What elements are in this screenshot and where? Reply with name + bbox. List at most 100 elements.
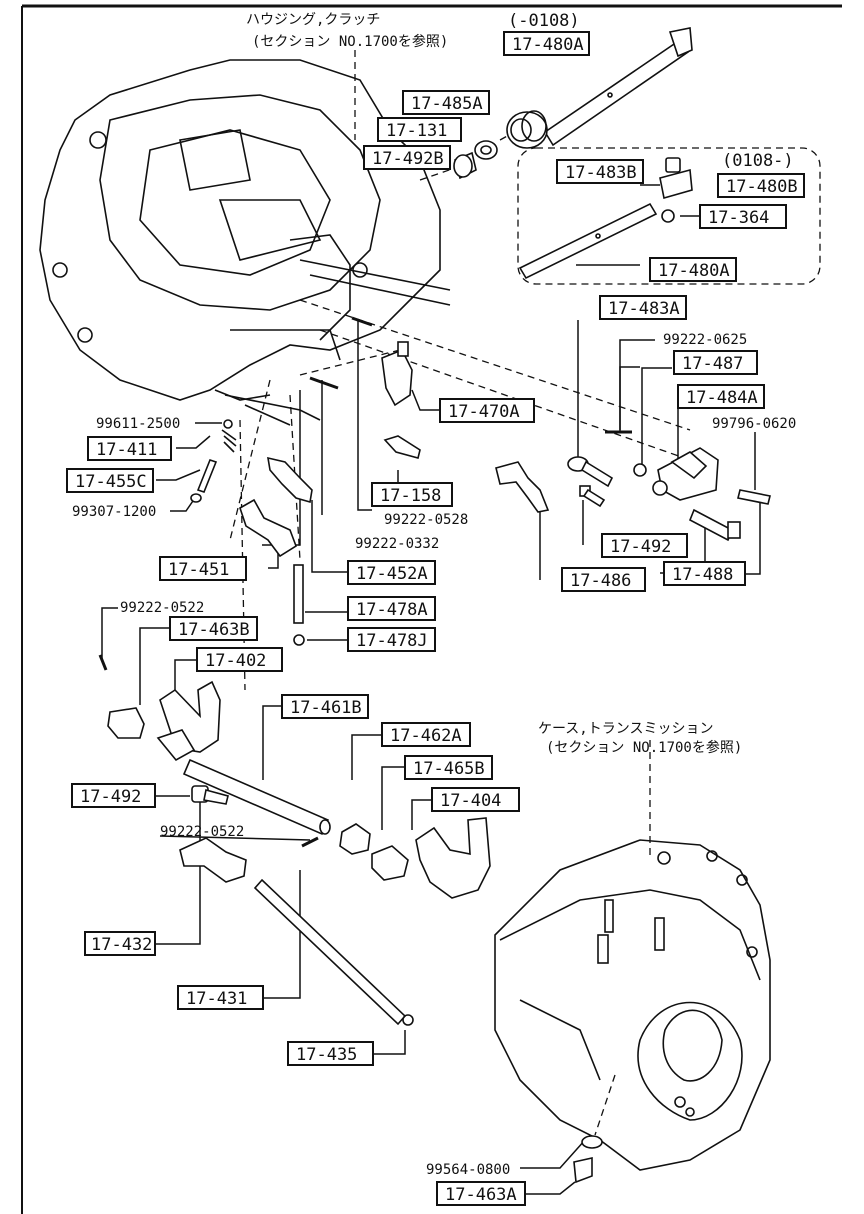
svg-text:17-463B: 17-463B — [178, 620, 250, 640]
part-99564-0800-washer — [581, 1135, 603, 1149]
part-number: 99796-0620 — [712, 416, 796, 432]
part-17-492-bolt-upper — [579, 485, 606, 508]
svg-text:17-465B: 17-465B — [413, 759, 485, 779]
part-17-402-fork — [156, 680, 221, 762]
part-label: 17-451 — [159, 556, 247, 581]
part-label: 17-131 — [377, 117, 462, 142]
svg-text:17-484A: 17-484A — [686, 388, 758, 408]
svg-text:17-480A: 17-480A — [512, 35, 584, 55]
svg-text:17-492B: 17-492B — [372, 149, 444, 169]
part-17-465B-drawing — [371, 845, 409, 881]
part-17-483A-drawing — [567, 456, 614, 488]
part-17-470A-drawing — [381, 341, 413, 407]
svg-text:17-480A: 17-480A — [658, 261, 730, 281]
part-17-484A-drawing — [633, 447, 719, 501]
part-17-404-fork — [415, 817, 491, 899]
svg-text:17-411: 17-411 — [96, 440, 157, 460]
part-label: 17-486 — [561, 567, 646, 592]
svg-text:17-455C: 17-455C — [75, 472, 147, 492]
part-number: 99222-0528 — [384, 512, 468, 528]
leader-lines — [101, 50, 761, 1195]
part-17-463B-drawing — [107, 707, 145, 739]
annotation-clutch-housing: ハウジング,クラッチ — [246, 12, 380, 28]
clutch-housing-drawing — [39, 59, 451, 426]
svg-text:17-435: 17-435 — [296, 1045, 357, 1065]
part-label: 17-492 — [601, 533, 688, 558]
part-label: 17-463B — [169, 616, 258, 641]
part-label: 17-411 — [87, 436, 172, 461]
svg-text:17-485A: 17-485A — [411, 94, 483, 114]
annotation-clutch-housing-ref: (セクション NO.1700を参照) — [252, 33, 448, 50]
svg-text:17-487: 17-487 — [682, 354, 743, 374]
part-rod-lower-variant — [518, 157, 693, 280]
part-17-492B-drawing — [453, 151, 477, 180]
svg-text:17-478J: 17-478J — [356, 631, 428, 651]
part-label: 17-478J — [347, 627, 436, 652]
part-number: 99222-0522 — [120, 600, 204, 616]
part-label: 17-364 — [699, 204, 787, 229]
part-number: 99222-0332 — [355, 536, 439, 552]
part-label: 17-463A — [436, 1181, 526, 1206]
part-label: 17-485A — [402, 90, 490, 115]
annotation-transmission-case: ケース,トランスミッション — [538, 721, 713, 737]
part-label: 17-487 — [673, 350, 758, 375]
svg-text:17-451: 17-451 — [168, 560, 229, 580]
part-label: 17-402 — [196, 647, 283, 672]
svg-text:17-431: 17-431 — [186, 989, 247, 1009]
part-17-461B-rod — [182, 758, 331, 836]
part-number: 99564-0800 — [426, 1162, 510, 1178]
svg-text:17-131: 17-131 — [386, 121, 447, 141]
part-label: 17-483B — [556, 159, 644, 184]
svg-text:17-483B: 17-483B — [565, 163, 637, 183]
part-number: 99222-0625 — [663, 332, 747, 348]
part-99796-0620-bolt — [737, 489, 771, 505]
part-label: 17-488 — [663, 561, 746, 586]
part-label: 17-462A — [381, 722, 471, 747]
part-label: 17-480A — [503, 31, 590, 56]
svg-text:17-432: 17-432 — [91, 935, 152, 955]
svg-text:17-463A: 17-463A — [445, 1185, 517, 1205]
part-17-158-drawing — [383, 435, 421, 459]
part-label: 17-478A — [347, 596, 436, 621]
part-17-451-drawing — [239, 498, 297, 558]
transmission-case-drawing — [494, 839, 771, 1171]
part-label: 17-435 — [287, 1041, 374, 1066]
svg-text:17-478A: 17-478A — [356, 600, 428, 620]
part-label: 17-461B — [281, 694, 369, 719]
part-label: 17-483A — [599, 295, 687, 320]
svg-text:17-404: 17-404 — [440, 791, 501, 811]
part-17-485A-drawing — [506, 110, 548, 149]
part-label: 17-492 — [71, 783, 156, 808]
part-number: 99222-0522 — [160, 824, 244, 840]
part-label: 17-470A — [439, 398, 535, 423]
svg-text:17-452A: 17-452A — [356, 564, 428, 584]
svg-text:17-364: 17-364 — [708, 208, 769, 228]
part-label: 17-480B — [717, 173, 805, 198]
svg-text:17-402: 17-402 — [205, 651, 266, 671]
part-spring-detent — [190, 419, 237, 503]
svg-text:17-461B: 17-461B — [290, 698, 362, 718]
part-17-492-bolt-lower — [191, 785, 229, 805]
svg-text:17-492: 17-492 — [80, 787, 141, 807]
svg-text:17-488: 17-488 — [672, 565, 733, 585]
annotation-transmission-case-ref: (セクション NO.1700を参照) — [546, 739, 742, 756]
part-17-486-drawing — [495, 461, 550, 513]
part-17-432-drawing — [179, 837, 247, 883]
svg-text:17-486: 17-486 — [570, 571, 631, 591]
part-17-488-bolt — [688, 508, 741, 542]
part-label: 17-404 — [431, 787, 520, 812]
part-label: 17-431 — [177, 985, 264, 1010]
part-label: 17-432 — [84, 931, 156, 956]
svg-text:17-158: 17-158 — [380, 486, 441, 506]
part-label: 17-484A — [677, 384, 765, 409]
svg-text:17-483A: 17-483A — [608, 299, 680, 319]
part-17-452A-drawing — [267, 456, 313, 504]
part-17-435-ring — [402, 1014, 414, 1026]
part-17-463A-plug — [573, 1157, 593, 1184]
svg-text:17-480B: 17-480B — [726, 177, 798, 197]
range-label-upto-0108: (-0108) — [508, 11, 580, 31]
part-label: 17-158 — [371, 482, 453, 507]
part-label: 17-452A — [347, 560, 436, 585]
part-17-462A-drawing — [339, 823, 371, 855]
